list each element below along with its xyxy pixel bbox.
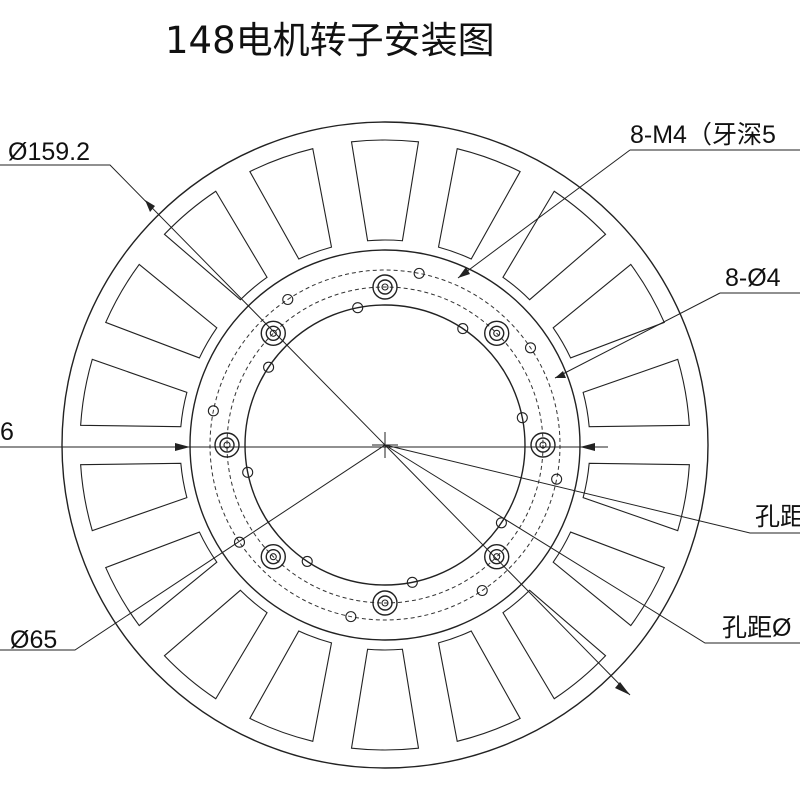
thread-hole	[457, 323, 469, 335]
bolt-hole	[381, 599, 389, 607]
thread-hole	[207, 405, 219, 417]
m4-leader	[457, 149, 631, 279]
thread-hole	[345, 611, 357, 623]
arrow-d4	[555, 371, 566, 378]
bolt-hole	[372, 590, 398, 616]
label-hole-pitch-2: 孔距Ø	[722, 614, 791, 642]
radial-leader	[384, 444, 631, 696]
arrow-d159	[145, 200, 155, 212]
thread-hole	[476, 584, 488, 597]
label-d4: 8-Ø4	[725, 264, 781, 292]
bolt-hole	[377, 279, 393, 295]
d159-leader	[0, 164, 386, 446]
bolt-hole	[214, 432, 240, 458]
rotor-slot	[80, 462, 188, 532]
rotor-slot	[582, 462, 690, 532]
thread-hole	[516, 412, 528, 424]
inner-bolt-circle	[209, 269, 561, 621]
thread-hole	[524, 342, 537, 354]
rotor-slot	[249, 148, 333, 260]
d65-leader	[0, 444, 386, 651]
arrow-left-axis	[175, 443, 190, 451]
bolt-hole	[381, 283, 389, 291]
rotor-slot	[437, 630, 521, 742]
thread-hole	[242, 466, 254, 478]
label-d65: Ø65	[10, 626, 57, 654]
rotor-slot	[249, 630, 333, 742]
bolt-hole	[265, 325, 281, 341]
bolt-hole	[493, 329, 501, 337]
rotor-slot	[104, 263, 218, 359]
pitch2-leader	[384, 444, 800, 644]
bolt-hole	[265, 549, 281, 565]
thread-hole	[495, 517, 507, 529]
label-left-partial: 6	[0, 418, 14, 446]
arrow-radial	[615, 682, 630, 695]
outer-rim	[61, 121, 709, 769]
thread-hole	[282, 293, 294, 306]
bolt-hole	[493, 553, 501, 561]
rotor-slot	[163, 589, 268, 700]
bolt-hole	[269, 553, 277, 561]
rotor-slot	[80, 358, 188, 428]
arrow-right-axis	[580, 443, 595, 451]
bolt-hole	[223, 441, 231, 449]
thread-hole	[413, 267, 425, 279]
mounting-holes	[207, 267, 563, 623]
bolt-hole	[535, 437, 551, 453]
thread-hole	[301, 555, 313, 567]
bolt-hole	[489, 325, 505, 341]
bolt-hole	[269, 329, 277, 337]
rotor-slot	[437, 148, 521, 260]
bolt-hole	[260, 320, 286, 346]
rotor-slot	[163, 190, 268, 301]
rotor-slot	[502, 589, 607, 700]
thread-hole	[352, 302, 364, 314]
rotor-slots	[80, 139, 690, 751]
rotor-slot	[552, 263, 666, 359]
arrow-m4	[458, 267, 470, 278]
drawing-title: 148电机转子安装图	[165, 19, 495, 62]
bolt-hole	[484, 544, 510, 570]
bolt-hole	[377, 595, 393, 611]
rotor-slot	[104, 531, 218, 627]
thread-hole	[406, 576, 418, 588]
bolt-hole	[539, 441, 547, 449]
inner-hub-circle	[189, 249, 581, 641]
thread-hole	[233, 536, 246, 548]
label-d159: Ø159.2	[8, 138, 90, 166]
bolt-hole	[530, 432, 556, 458]
bolt-hole	[260, 544, 286, 570]
bolt-hole	[372, 274, 398, 300]
rotor-slot	[350, 139, 420, 242]
bore-circle	[244, 304, 526, 586]
thread-hole	[263, 361, 275, 373]
rotor-slot	[582, 358, 690, 428]
bolt-circle	[226, 286, 544, 604]
rotor-slot	[350, 648, 420, 751]
label-m4: 8-M4（牙深5	[630, 121, 776, 149]
bolt-hole	[489, 549, 505, 565]
d4-leader	[554, 292, 721, 379]
label-hole-pitch-1: 孔距	[755, 503, 800, 531]
bolt-hole	[219, 437, 235, 453]
thread-hole	[551, 473, 563, 485]
rotor-slot	[502, 190, 607, 301]
pitch1-leader	[384, 444, 800, 534]
rotor-slot	[552, 531, 666, 627]
bolt-hole	[484, 320, 510, 346]
